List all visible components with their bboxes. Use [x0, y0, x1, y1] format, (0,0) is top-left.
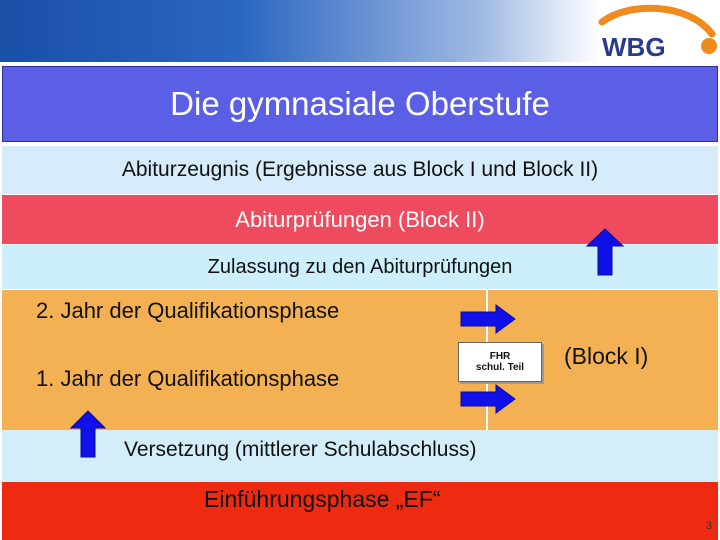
versetzung-label: Versetzung (mittlerer Schulabschluss): [124, 438, 477, 461]
slide-content: Die gymnasiale Oberstufe Abiturzeugnis (…: [0, 64, 720, 540]
abiturpruefungen-label: Abiturprüfungen (Block II): [235, 206, 485, 232]
arrow-right-icon: [460, 384, 516, 414]
arrow-up-icon: [585, 228, 625, 276]
svg-text:WBG: WBG: [602, 32, 666, 62]
header-band: [0, 0, 600, 62]
einfuehrungsphase-label: Einführungsphase „EF“: [204, 486, 441, 512]
wbg-logo: WBG: [598, 4, 717, 62]
abiturzeugnis-band: Abiturzeugnis (Ergebnisse aus Block I un…: [2, 146, 718, 194]
slide-number: 3: [705, 520, 712, 532]
fhr-box: FHR schul. Teil: [458, 342, 542, 382]
arrow-up-icon: [70, 410, 106, 458]
title-band: Die gymnasiale Oberstufe: [2, 66, 718, 142]
q1-label: 1. Jahr der Qualifikationsphase: [36, 366, 340, 391]
qualifikationsphase-area: [2, 290, 718, 430]
fhr-sub-label: schul. Teil: [475, 362, 525, 373]
slide-title: Die gymnasiale Oberstufe: [170, 85, 550, 122]
einfuehrungsphase-band: [2, 482, 718, 540]
zulassung-label: Zulassung zu den Abiturprüfungen: [207, 255, 513, 278]
fhr-label: FHR: [489, 351, 511, 362]
versetzung-band: [2, 430, 718, 482]
abiturpruefungen-band: Abiturprüfungen (Block II): [2, 195, 718, 244]
q2-label: 2. Jahr der Qualifikationsphase: [36, 298, 340, 323]
abiturzeugnis-label: Abiturzeugnis (Ergebnisse aus Block I un…: [121, 158, 599, 181]
arrow-right-icon: [460, 304, 516, 334]
block1-label: (Block I): [564, 343, 649, 369]
